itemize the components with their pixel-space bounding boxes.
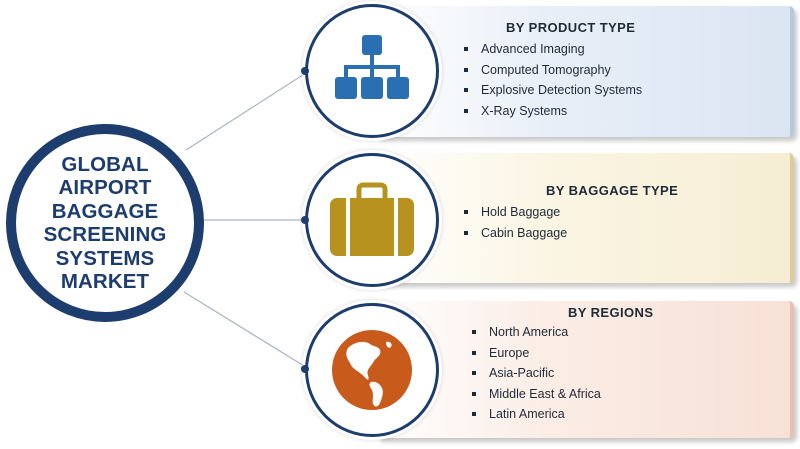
segment-list: North America Europe Asia-Pacific Middle… xyxy=(472,322,601,425)
market-title: GLOBAL AIRPORT BAGGAGE SCREENING SYSTEMS… xyxy=(43,152,167,294)
regions-icon-circle xyxy=(305,303,439,437)
connector-dot xyxy=(301,365,309,373)
connector-line-regions xyxy=(183,291,310,370)
connector-dot xyxy=(301,67,309,75)
list-item: Hold Baggage xyxy=(464,202,567,223)
connector-line-product xyxy=(185,70,310,151)
list-item: Latin America xyxy=(472,404,601,425)
list-item: Middle East & Africa xyxy=(472,384,601,405)
segment-title: BY PRODUCT TYPE xyxy=(506,20,636,35)
segment-panel-regions: BY REGIONS North America Europe Asia-Pac… xyxy=(378,301,794,438)
segment-title: BY BAGGAGE TYPE xyxy=(546,183,679,198)
globe-icon xyxy=(332,330,412,410)
list-item: Computed Tomography xyxy=(464,60,642,81)
list-item: North America xyxy=(472,322,601,343)
product-type-icon-circle xyxy=(305,4,439,138)
segment-list: Advanced Imaging Computed Tomography Exp… xyxy=(464,39,642,121)
market-circle: GLOBAL AIRPORT BAGGAGE SCREENING SYSTEMS… xyxy=(6,124,204,322)
list-item: Advanced Imaging xyxy=(464,39,642,60)
baggage-type-icon-circle xyxy=(305,153,439,287)
segment-panel-baggage-type: BY BAGGAGE TYPE Hold Baggage Cabin Bagga… xyxy=(378,153,794,283)
list-item: Cabin Baggage xyxy=(464,223,567,244)
list-item: Europe xyxy=(472,343,601,364)
list-item: X-Ray Systems xyxy=(464,101,642,122)
list-item: Explosive Detection Systems xyxy=(464,80,642,101)
connector-dot xyxy=(301,216,309,224)
segment-panel-product-type: BY PRODUCT TYPE Advanced Imaging Compute… xyxy=(378,6,794,137)
list-item: Asia-Pacific xyxy=(472,363,601,384)
segment-title: BY REGIONS xyxy=(568,305,654,320)
hierarchy-icon xyxy=(335,35,409,99)
suitcase-icon xyxy=(330,182,414,256)
segment-list: Hold Baggage Cabin Baggage xyxy=(464,202,567,243)
